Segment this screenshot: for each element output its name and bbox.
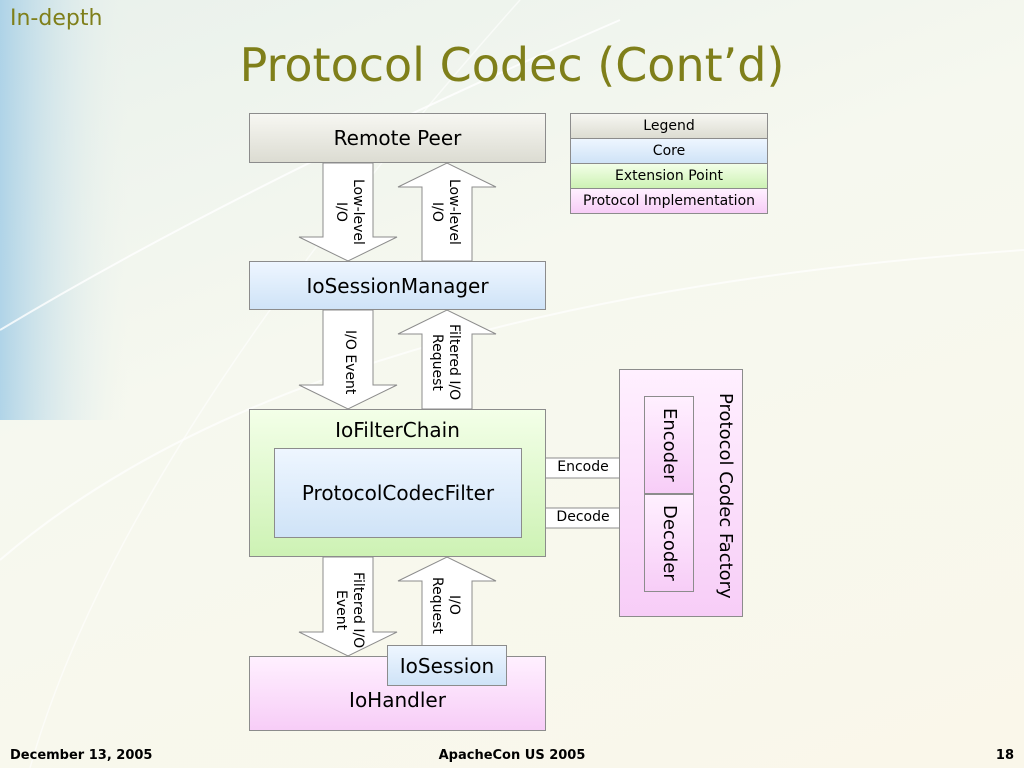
io-session-manager-label: IoSessionManager xyxy=(306,273,489,298)
page-number: 18 xyxy=(995,748,1014,763)
arrow-down-low-level-io xyxy=(298,162,398,262)
arrow-up-filtered-io-request xyxy=(397,309,497,410)
decoder-label: Decoder xyxy=(659,505,680,581)
legend-extension-point: Extension Point xyxy=(571,164,767,189)
io-session-manager-box: IoSessionManager xyxy=(249,261,546,310)
io-handler-label: IoHandler xyxy=(349,688,446,712)
label-decode: Decode xyxy=(556,509,610,525)
io-session-label: IoSession xyxy=(399,653,495,678)
remote-peer-label: Remote Peer xyxy=(333,126,462,150)
footer-date: December 13, 2005 xyxy=(10,748,153,763)
label-io-event: I/O Event xyxy=(342,329,358,395)
section-label: In-depth xyxy=(10,6,103,31)
legend-header: Legend xyxy=(571,114,767,139)
io-session-box: IoSession xyxy=(387,645,507,686)
encoder-box: Encoder xyxy=(644,396,694,494)
label-down-low-level-io: Low-level I/O xyxy=(333,179,366,245)
slide-title: Protocol Codec (Cont’d) xyxy=(239,38,785,92)
arrow-up-io-request xyxy=(397,556,497,657)
protocol-codec-filter-box: ProtocolCodecFilter xyxy=(274,448,522,538)
legend-core: Core xyxy=(571,139,767,164)
label-encode: Encode xyxy=(557,459,609,475)
encoder-label: Encoder xyxy=(659,408,680,482)
label-filtered-io-request: Filtered I/O Request xyxy=(429,323,462,401)
footer-event: ApacheCon US 2005 xyxy=(438,748,586,763)
io-filter-chain-label: IoFilterChain xyxy=(335,418,460,442)
legend: Legend Core Extension Point Protocol Imp… xyxy=(570,113,768,214)
label-up-low-level-io: Low-level I/O xyxy=(429,179,462,245)
label-io-request: I/O Request xyxy=(429,576,462,634)
arrow-up-low-level-io xyxy=(397,162,497,262)
protocol-codec-filter-label: ProtocolCodecFilter xyxy=(301,481,495,505)
decoder-box: Decoder xyxy=(644,494,694,592)
arrow-down-filtered-io-event xyxy=(298,556,398,657)
remote-peer-box: Remote Peer xyxy=(249,113,546,163)
label-filtered-io-event: Filtered I/O Event xyxy=(333,571,366,649)
arrow-down-io-event xyxy=(298,309,398,410)
legend-protocol-implementation: Protocol Implementation xyxy=(571,189,767,213)
protocol-codec-factory-label: Protocol Codec Factory xyxy=(715,393,736,599)
